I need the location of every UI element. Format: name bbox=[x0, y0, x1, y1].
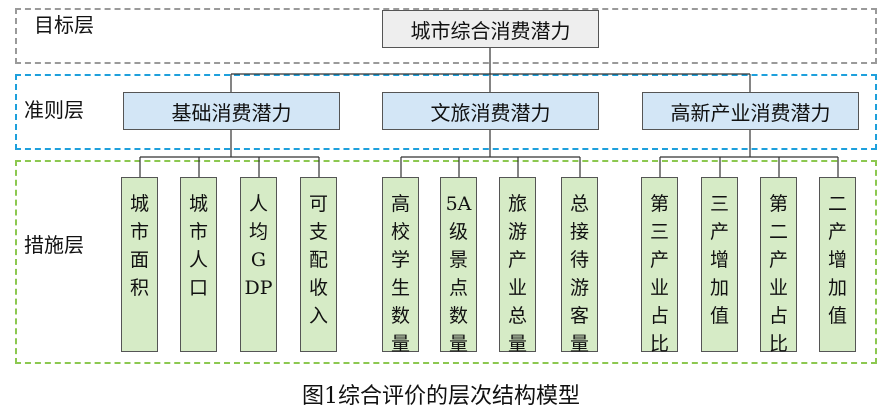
criteria-layer-frame bbox=[15, 74, 877, 150]
indicator-node: 可支配收入 bbox=[300, 177, 337, 352]
indicator-label: 城市面积 bbox=[129, 193, 149, 299]
criteria-layer-label: 准则层 bbox=[24, 98, 84, 122]
criteria-node-culture-tourism: 文旅消费潜力 bbox=[382, 92, 599, 130]
goal-node: 城市综合消费潜力 bbox=[382, 10, 599, 48]
indicator-node: 城市面积 bbox=[121, 177, 158, 352]
indicator-label: 高校学生数量 bbox=[390, 193, 410, 355]
criteria-node-basic: 基础消费潜力 bbox=[123, 92, 340, 130]
indicator-node: 高校学生数量 bbox=[382, 177, 419, 355]
indicator-label: 总接待游客量 bbox=[569, 193, 589, 355]
measure-layer-frame bbox=[15, 160, 877, 364]
indicator-node: 第二产业占比 bbox=[760, 177, 797, 355]
indicator-label: 第二产业占比 bbox=[768, 193, 788, 355]
indicator-label: 三产增加值 bbox=[709, 193, 729, 327]
indicator-label: 二产增加值 bbox=[827, 193, 847, 327]
indicator-label: 旅游产业总量 bbox=[507, 193, 527, 355]
measure-layer-label: 措施层 bbox=[24, 233, 84, 257]
indicator-node: 三产增加值 bbox=[701, 177, 738, 352]
indicator-node: 城市人口 bbox=[180, 177, 217, 352]
indicator-node: 旅游产业总量 bbox=[499, 177, 536, 355]
indicator-label: 可支配收入 bbox=[308, 193, 328, 327]
indicator-node: 总接待游客量 bbox=[561, 177, 598, 355]
indicator-label: 城市人口 bbox=[188, 193, 208, 299]
indicator-label: 第三产业占比 bbox=[649, 193, 669, 355]
indicator-node: 第三产业占比 bbox=[641, 177, 678, 355]
figure-caption: 图1综合评价的层次结构模型 bbox=[302, 384, 580, 409]
indicator-node: 二产增加值 bbox=[819, 177, 856, 352]
goal-layer-frame bbox=[15, 8, 877, 64]
criteria-node-high-tech: 高新产业消费潜力 bbox=[642, 92, 859, 130]
goal-layer-label: 目标层 bbox=[34, 13, 94, 37]
